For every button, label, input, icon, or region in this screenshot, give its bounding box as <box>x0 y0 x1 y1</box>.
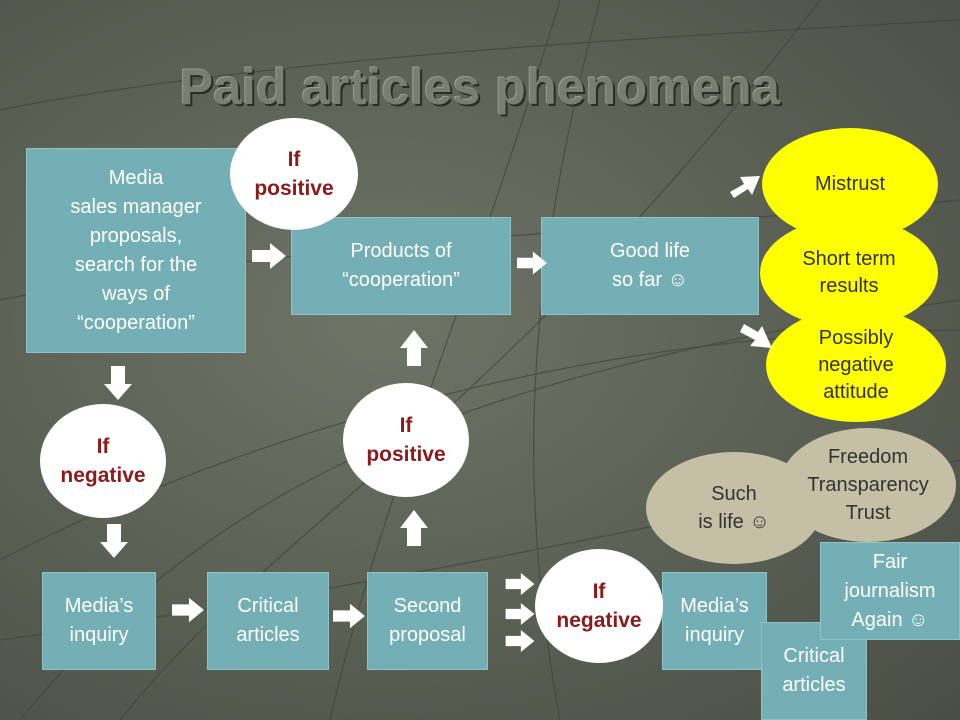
arrow-up-icon <box>400 510 428 546</box>
page-title: Paid articles phenomena <box>179 59 781 115</box>
arrow-right-icon <box>333 603 365 629</box>
arrow-right-icon <box>505 630 535 652</box>
arrow-down-icon <box>104 366 132 400</box>
arrow-down-icon <box>100 524 128 558</box>
if-negative-left-oval: If negative <box>40 404 166 518</box>
media-inquiry-box-2: Media’s inquiry <box>662 572 767 670</box>
critical-articles-box-1: Critical articles <box>207 572 329 670</box>
if-positive-top-oval: If positive <box>230 118 358 230</box>
second-proposal-box: Second proposal <box>367 572 488 670</box>
media-inquiry-box-1: Media’s inquiry <box>42 572 156 670</box>
short-term-results-oval: Short term results <box>760 218 938 328</box>
arrow-up-icon <box>400 330 428 366</box>
arrow-down-right-icon <box>740 324 772 348</box>
possibly-negative-attitude-oval: Possibly negative attitude <box>766 308 946 422</box>
fair-journalism-box: Fair journalism Again ☺ <box>820 542 960 640</box>
arrow-right-icon <box>505 603 535 625</box>
arrow-right-icon <box>172 597 204 623</box>
if-negative-bottom-oval: If negative <box>535 549 663 663</box>
arrow-right-icon <box>505 573 535 595</box>
good-life-box: Good life so far ☺ <box>541 217 759 315</box>
arrow-right-icon <box>252 243 286 269</box>
arrow-up-right-icon <box>730 176 760 198</box>
if-positive-middle-oval: If positive <box>343 383 469 497</box>
media-sales-manager-box: Media sales manager proposals, search fo… <box>26 148 246 353</box>
products-of-cooperation-box: Products of “cooperation” <box>291 217 511 315</box>
freedom-transparency-trust-oval: Freedom Transparency Trust <box>780 428 956 542</box>
arrow-right-icon <box>517 251 547 275</box>
